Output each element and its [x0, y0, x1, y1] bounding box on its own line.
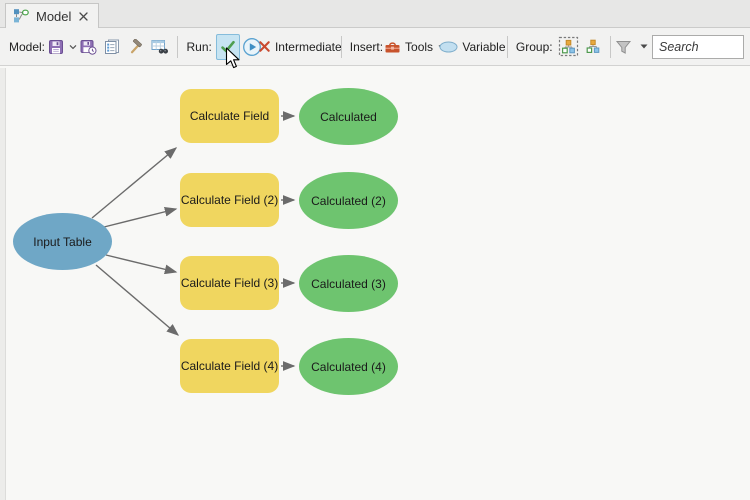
save-as-button[interactable] [76, 34, 100, 60]
insert-variable-button[interactable]: Variable [439, 34, 506, 60]
hammer-icon [128, 38, 144, 55]
properties-icon [104, 39, 120, 55]
node-output[interactable]: Calculated [299, 88, 398, 145]
toolbar-separator [340, 35, 342, 58]
node-output[interactable]: Calculated (2) [299, 172, 398, 229]
group-button[interactable] [557, 34, 581, 60]
toolbar-separator [609, 35, 611, 58]
save-as-icon [80, 39, 97, 55]
canvas-left-edge [0, 68, 6, 500]
modelbuilder-toolbar: Model: [0, 28, 750, 66]
model-group-label: Model: [9, 39, 46, 54]
node-output[interactable]: Calculated (4) [299, 338, 398, 395]
properties-button[interactable] [100, 34, 124, 60]
node-output[interactable]: Calculated (3) [299, 255, 398, 312]
mouse-cursor [225, 47, 240, 69]
toolbar-separator [177, 35, 179, 58]
variable-ellipse-icon [439, 41, 458, 53]
save-icon [48, 39, 64, 55]
filter-button[interactable] [616, 34, 648, 60]
save-button[interactable] [48, 34, 77, 60]
delete-intermediate-x-icon [258, 40, 271, 53]
modelbuilder-icon [13, 8, 29, 24]
toolbox-icon [384, 39, 401, 55]
node-tool[interactable]: Calculate Field [180, 89, 279, 143]
group-icon [558, 36, 579, 57]
group-group-label: Group: [515, 39, 553, 54]
tools-label: Tools [405, 39, 434, 54]
node-tool[interactable]: Calculate Field (4) [180, 339, 279, 393]
node-tool[interactable]: Calculate Field (3) [180, 256, 279, 310]
node-tool[interactable]: Calculate Field (2) [180, 173, 279, 227]
run-group-label: Run: [186, 39, 212, 54]
delete-intermediate-button[interactable]: Intermediate [259, 34, 342, 60]
variable-label: Variable [462, 39, 506, 54]
chevron-down-icon [69, 44, 77, 50]
node-input-table[interactable]: Input Table [13, 213, 112, 270]
model-canvas[interactable]: Input Table Calculate Field Calculated C… [0, 68, 750, 500]
insert-group-label: Insert: [349, 39, 384, 54]
ungroup-button[interactable] [581, 34, 605, 60]
search-input[interactable] [652, 34, 744, 59]
ungroup-icon [584, 38, 602, 56]
run-button[interactable] [240, 34, 264, 60]
view-tab-bar: Model [0, 0, 750, 28]
connector-arrows [91, 111, 296, 371]
dropdown-arrow-icon [640, 44, 648, 49]
tab-model[interactable]: Model [5, 3, 100, 28]
tab-title: Model [36, 8, 72, 24]
filter-funnel-icon [615, 39, 632, 55]
toolbar-separator [506, 35, 508, 58]
find-in-model-icon [151, 39, 169, 55]
run-play-icon [242, 37, 262, 57]
insert-tools-button[interactable]: Tools [384, 34, 446, 60]
intermediate-label: Intermediate [274, 39, 342, 54]
find-in-model-button[interactable] [148, 34, 172, 60]
close-icon[interactable] [78, 11, 89, 22]
validate-hammer-button[interactable] [124, 34, 148, 60]
